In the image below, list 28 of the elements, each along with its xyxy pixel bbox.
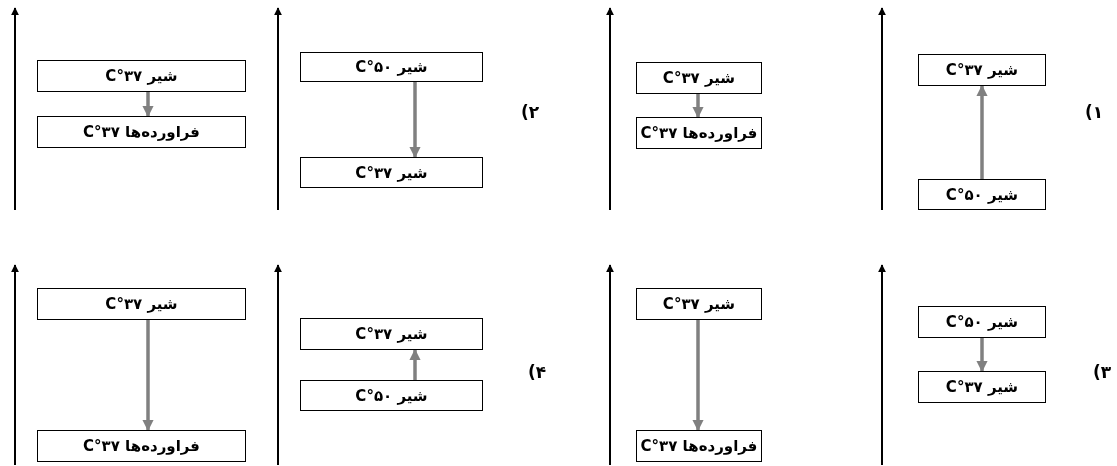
text-box: فراورده‌ها ۳۷°C (37, 116, 246, 148)
text-box: فراورده‌ها ۳۷°C (636, 430, 762, 462)
option-number: ۲) (520, 102, 540, 122)
option-number: ۴) (527, 362, 547, 382)
text-box: شیر ۵۰°C (918, 306, 1046, 338)
text-box: شیر ۳۷°C (300, 318, 483, 350)
text-box: شیر ۳۷°C (636, 62, 762, 94)
option-number: ۱) (1084, 102, 1104, 122)
text-box: شیر ۵۰°C (300, 52, 483, 82)
text-box: شیر ۳۷°C (636, 288, 762, 320)
text-box: شیر ۳۷°C (37, 60, 246, 92)
arrow (409, 82, 421, 159)
arrow (976, 84, 988, 179)
arrow (142, 320, 154, 432)
text-box: شیر ۵۰°C (918, 179, 1046, 210)
arrow (142, 92, 154, 118)
text-box: شیر ۳۷°C (918, 54, 1046, 86)
arrow (409, 348, 421, 380)
text-box: فراورده‌ها ۳۷°C (37, 430, 246, 462)
arrow (976, 338, 988, 373)
text-box: شیر ۳۷°C (300, 157, 483, 188)
text-box: شیر ۳۷°C (37, 288, 246, 320)
option-number: ۳) (1092, 362, 1112, 382)
arrow (692, 94, 704, 119)
text-box: شیر ۵۰°C (300, 380, 483, 411)
arrow (692, 320, 704, 432)
text-box: فراورده‌ها ۳۷°C (636, 117, 762, 149)
text-box: شیر ۳۷°C (918, 371, 1046, 403)
